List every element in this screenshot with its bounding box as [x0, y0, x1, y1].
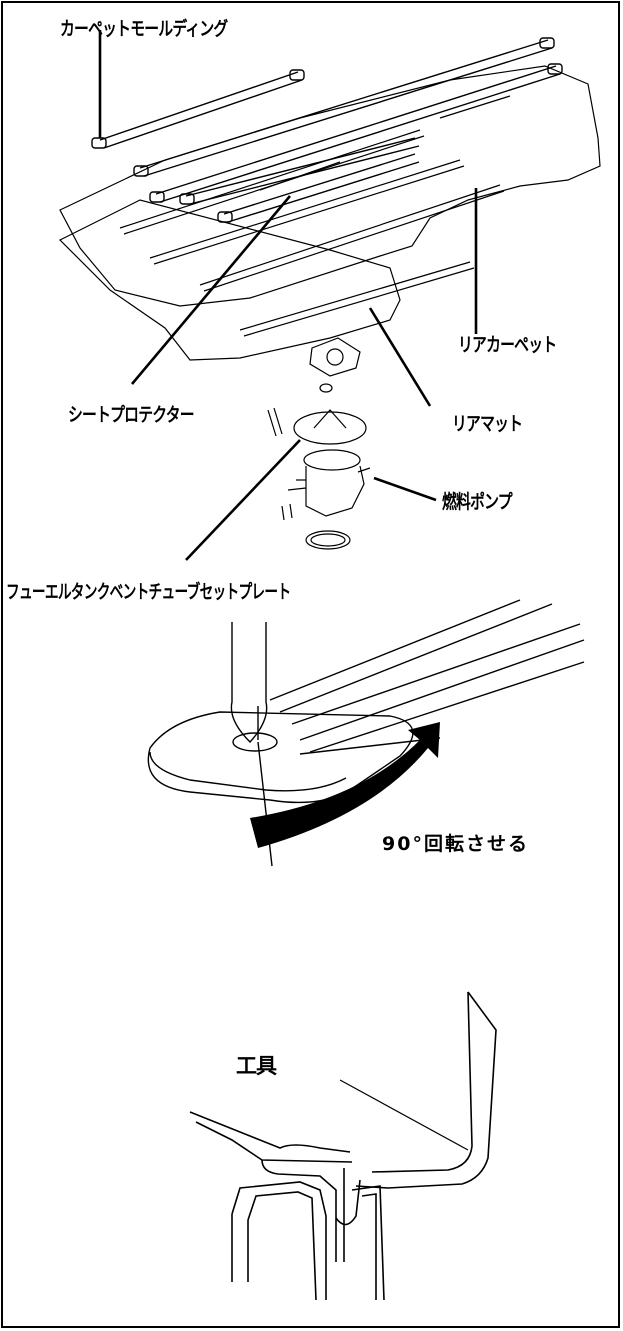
label-fuel-pump: 燃料ポンプ	[442, 491, 513, 513]
label-carpet-molding: カーペットモールディング	[60, 18, 228, 40]
label-rear-mat: リアマット	[452, 413, 523, 435]
rotation-arrow-icon	[250, 722, 440, 848]
label-rear-carpet: リアカーペット	[458, 334, 557, 356]
fuel-pump-assembly	[267, 337, 371, 550]
carpet-molding-strips	[91, 37, 563, 223]
rear-mat-shape	[58, 199, 401, 361]
label-tool: 工具	[236, 1054, 277, 1078]
label-vent-tube-set-plate: フューエルタンクベントチューブセットプレート	[6, 581, 291, 603]
leader-lines	[98, 30, 478, 561]
label-seat-protector: シートプロテクター	[68, 404, 195, 426]
label-rotate-90: 90°回転させる	[382, 833, 529, 855]
